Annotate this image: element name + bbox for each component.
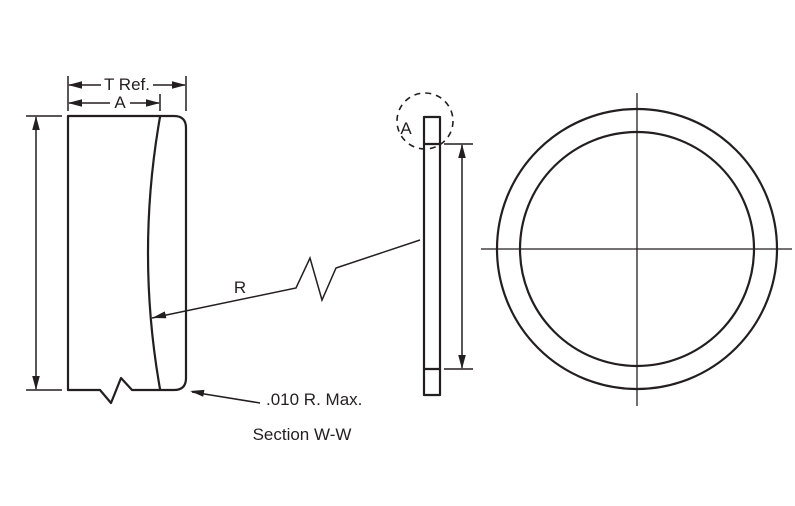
section-outline (66, 114, 188, 405)
radius-leader-arrow (152, 311, 167, 319)
section-title: Section W-W (253, 425, 352, 444)
a-dim-arrow-left (68, 99, 82, 107)
outer-diameter-circle (495, 107, 779, 391)
t-ref-arrow-left (68, 81, 82, 89)
detail-callout-circle (396, 92, 454, 150)
inner-diameter-circle (518, 130, 756, 368)
height-dimension (26, 115, 62, 391)
detail-callout-label: A (400, 119, 412, 138)
edge-arrow-top (458, 144, 466, 158)
t-ref-label: T Ref. (104, 75, 150, 94)
height-arrow-bottom (32, 376, 40, 390)
height-arrow-top (32, 116, 40, 130)
a-dim-arrow-right (146, 99, 160, 107)
radius-label: R (234, 278, 246, 297)
corner-note-label: .010 R. Max. (266, 390, 362, 409)
section-view (66, 114, 188, 405)
radius-leader-line (151, 239, 421, 319)
edge-view: A (396, 92, 473, 397)
top-dimensions: T Ref. A (67, 75, 187, 112)
edge-view-outline (422, 115, 442, 397)
edge-arrow-bottom (458, 355, 466, 369)
corner-radius-note: .010 R. Max. (190, 389, 362, 409)
radius-leader: R (151, 239, 421, 319)
corner-note-arrow (190, 389, 205, 397)
a-dim-label: A (114, 93, 126, 112)
front-view (481, 93, 792, 406)
t-ref-arrow-right (172, 81, 186, 89)
curved-face-arc (146, 115, 162, 391)
